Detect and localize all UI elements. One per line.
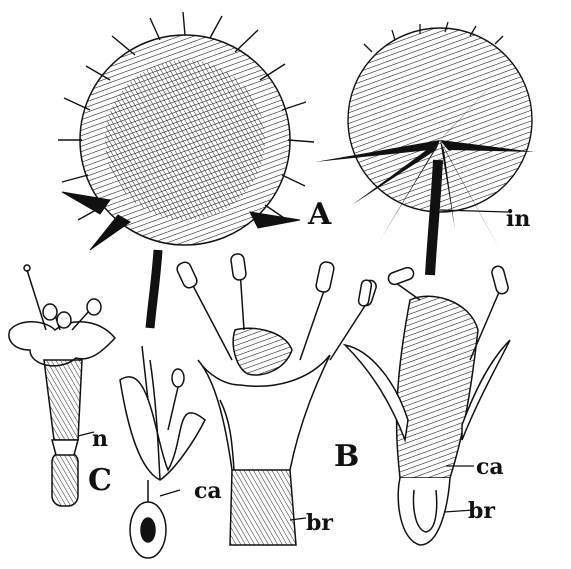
label-ca-left: ca: [194, 478, 222, 504]
label-c: C: [88, 463, 112, 498]
label-br-middle: br: [306, 510, 333, 536]
label-br-right: br: [468, 498, 495, 524]
label-ca-right: ca: [476, 454, 504, 480]
floret-ca-left: [120, 346, 205, 558]
label-in: in: [506, 206, 530, 232]
label-n: n: [92, 426, 108, 452]
flower-head-back: [315, 22, 535, 275]
label-b: B: [334, 439, 359, 474]
label-a: A: [307, 197, 332, 232]
